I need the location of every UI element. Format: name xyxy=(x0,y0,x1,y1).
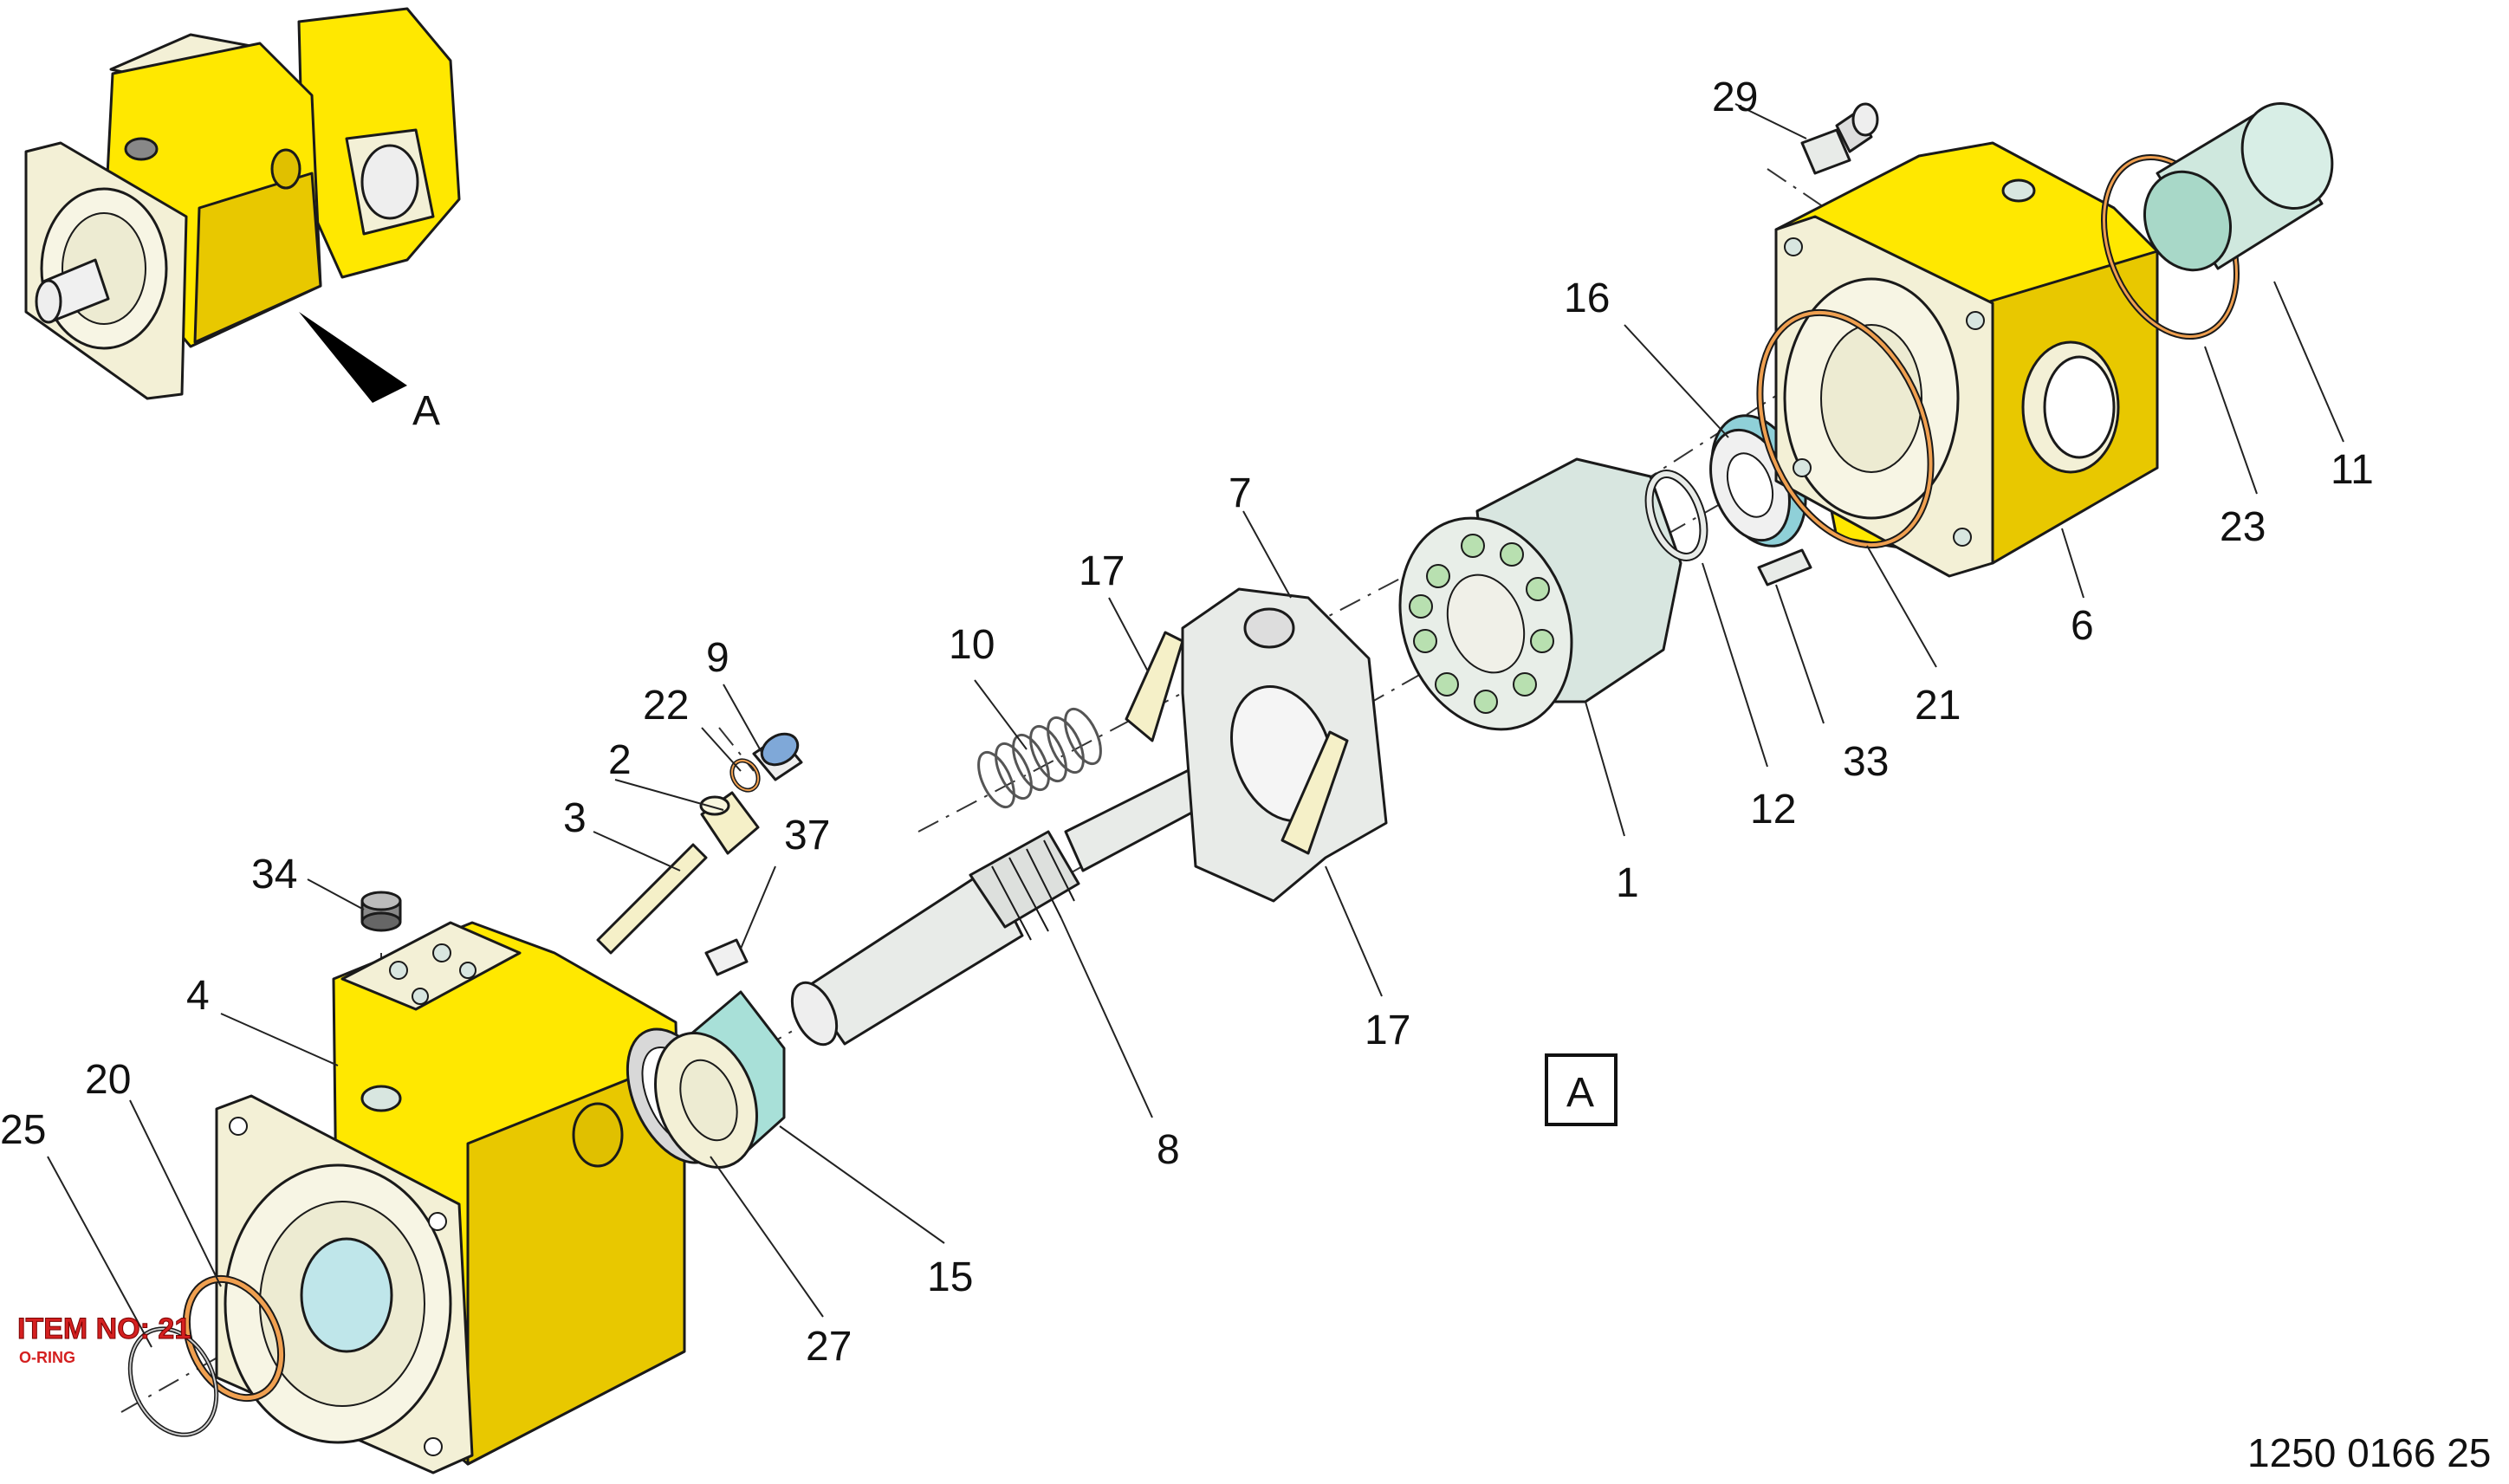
item-highlight: ITEM NO: 21 O-RING xyxy=(17,1312,191,1367)
plug-part-9 xyxy=(752,732,803,781)
swash-plate-part-7 xyxy=(1181,587,1388,903)
callout-label: 17 xyxy=(1365,1008,1410,1053)
callout-label: 21 xyxy=(1915,683,1961,729)
callout-label: 10 xyxy=(949,622,995,668)
drive-shaft-part-8 xyxy=(790,743,1258,1047)
cylinder-part-11 xyxy=(2143,102,2334,272)
callout-label: 29 xyxy=(1712,75,1758,120)
spring-part-10 xyxy=(977,707,1102,809)
dowel-pin-part-33 xyxy=(1757,548,1812,586)
callout-label: 33 xyxy=(1843,739,1889,785)
callout-label: 3 xyxy=(563,795,587,841)
callout-label: 8 xyxy=(1157,1127,1180,1173)
plug-part-34 xyxy=(360,891,402,932)
cylinder-block-part-1 xyxy=(1398,457,1682,731)
screw-part-27 xyxy=(1800,102,1879,175)
set-screw-part-37 xyxy=(704,938,749,976)
view-box-label: A xyxy=(1566,1070,1594,1116)
callout-label: 25 xyxy=(0,1107,46,1153)
highlight-title: ITEM NO: 21 xyxy=(17,1312,191,1345)
callout-label: 6 xyxy=(2071,603,2094,649)
document-number: 1250 0166 25 xyxy=(2247,1430,2491,1475)
pin-part-3 xyxy=(596,843,708,955)
inset-assembled-pump: A xyxy=(24,7,461,434)
callout-label: 15 xyxy=(927,1254,973,1300)
view-a-box: A xyxy=(1545,1053,1618,1126)
callout-label: 16 xyxy=(1564,275,1610,321)
bushing-part-2 xyxy=(699,791,760,855)
callout-label: 1 xyxy=(1616,860,1639,906)
callout-label: 37 xyxy=(784,813,830,859)
callout-labels: 29 16 11 23 6 21 33 12 1 7 17 10 17 8 15… xyxy=(0,75,2374,1370)
callout-label: 17 xyxy=(1079,548,1125,594)
ring-parts-20-25 xyxy=(127,1274,286,1437)
front-housing-part-4 xyxy=(215,921,686,1474)
callout-label: 12 xyxy=(1750,787,1796,833)
callout-label: 9 xyxy=(706,635,729,681)
seal-parts-15-29 xyxy=(626,990,786,1169)
inset-view-label: A xyxy=(412,388,440,434)
callout-label: 7 xyxy=(1229,470,1252,516)
bearing-shell-parts-17 xyxy=(1125,631,1349,855)
highlight-subtitle: O-RING xyxy=(19,1349,75,1366)
callout-label: 23 xyxy=(2220,504,2266,550)
callout-label: 2 xyxy=(608,737,632,783)
rear-housing-part-6 xyxy=(1774,141,2159,578)
callout-label: 4 xyxy=(186,973,210,1019)
callout-label: 27 xyxy=(806,1324,852,1370)
callout-label: 34 xyxy=(251,852,297,898)
leader-lines xyxy=(47,103,2344,1348)
callout-label: 20 xyxy=(85,1057,131,1103)
callout-label: 22 xyxy=(643,683,689,729)
callout-label: 11 xyxy=(2331,447,2374,493)
